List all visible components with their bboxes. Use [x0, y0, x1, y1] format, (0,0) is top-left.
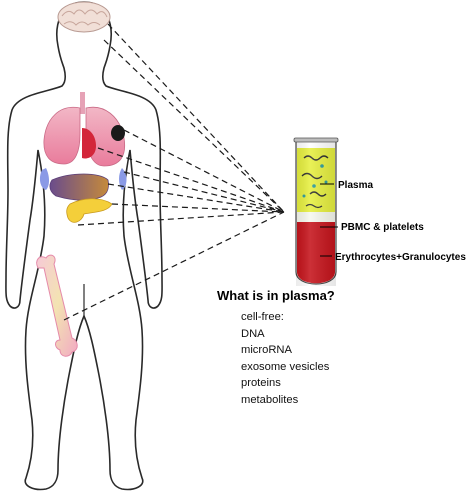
- list-item: metabolites: [241, 393, 299, 406]
- list-item: proteins: [241, 377, 281, 390]
- liver-icon: [49, 173, 109, 201]
- kidney-icon: [39, 168, 127, 190]
- plasma-label: Plasma: [338, 180, 373, 191]
- brain-icon: [57, 1, 111, 33]
- plasma-contents-heading: What is in plasma?: [217, 288, 335, 303]
- blood-tube: [293, 137, 339, 286]
- bone-icon: [36, 254, 78, 357]
- human-body-outline: [5, 1, 163, 491]
- pbmc-platelets-label: PBMC & platelets: [341, 222, 424, 233]
- lungs-icon: [43, 92, 126, 167]
- connector-lines: [63, 23, 285, 321]
- list-item: DNA: [241, 327, 265, 340]
- erythrocytes-granulocytes-label: Erythrocytes+Granulocytes: [335, 252, 466, 263]
- pancreas-icon: [66, 198, 113, 223]
- list-item: cell-free:: [241, 311, 284, 323]
- list-item: exosome vesicles: [241, 360, 330, 373]
- tumor-icon: [111, 125, 125, 141]
- list-item: microRNA: [241, 344, 292, 357]
- plasma-contents-list: cell-free: DNA microRNA exosome vesicles…: [241, 309, 329, 409]
